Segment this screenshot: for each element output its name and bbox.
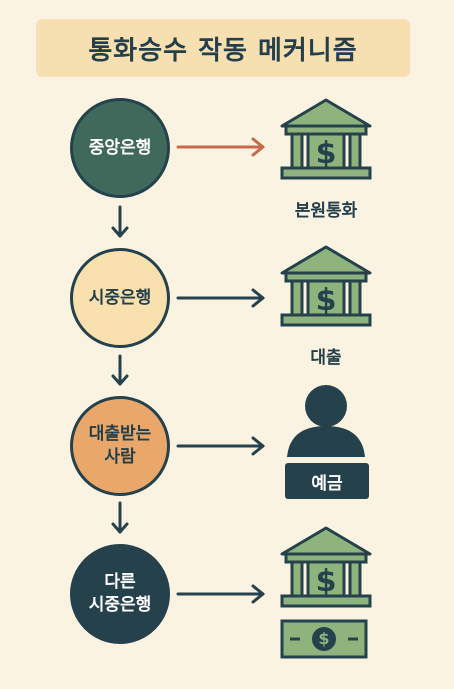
label-base-money: 본원통화	[294, 201, 358, 221]
deposit-badge: 예금	[285, 463, 369, 499]
label-deposit: 예금	[311, 473, 343, 494]
dollar-icon: $	[315, 136, 337, 171]
node-other-bank-label: 다른 시중은행	[88, 572, 152, 615]
node-commercial-bank: 시중은행	[70, 248, 170, 348]
node-central-bank-label: 중앙은행	[88, 137, 152, 158]
arrow-down-2	[111, 354, 129, 386]
dollar-icon: $	[318, 629, 330, 648]
node-central-bank: 중앙은행	[70, 98, 170, 198]
arrow-other-bank-to-money	[176, 584, 265, 604]
node-other-bank: 다른 시중은행	[70, 544, 170, 644]
label-loan: 대출	[310, 348, 342, 368]
node-borrower-label: 대출받는 사람	[88, 424, 152, 467]
dollar-icon: $	[315, 564, 337, 599]
person-icon	[287, 385, 365, 457]
node-borrower: 대출받는 사람	[70, 396, 170, 496]
arrow-commercial-to-loan	[176, 288, 265, 308]
dollar-icon: $	[315, 283, 337, 318]
page-title: 통화승수 작동 메커니즘	[88, 35, 358, 66]
node-commercial-bank-label: 시중은행	[88, 287, 152, 308]
banknote-icon	[280, 619, 368, 659]
arrow-central-to-base-money	[176, 137, 265, 157]
arrow-borrower-to-deposit	[176, 436, 265, 456]
title-banner: 통화승수 작동 메커니즘	[36, 19, 410, 77]
arrow-down-3	[111, 501, 129, 534]
arrow-down-1	[111, 205, 129, 238]
